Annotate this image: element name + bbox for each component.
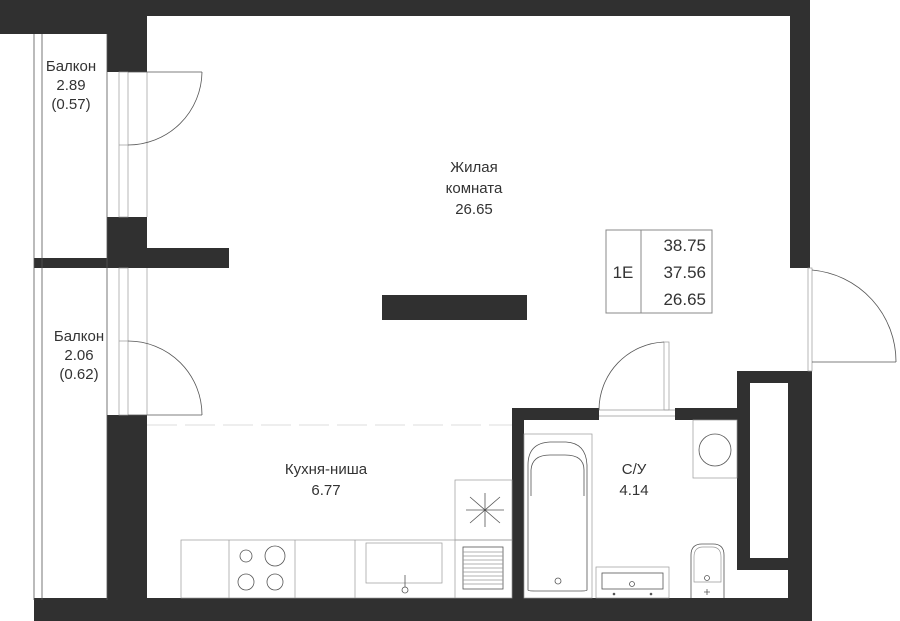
- kitchen-counter: [180, 539, 513, 599]
- room-area-coef: (0.57): [51, 96, 90, 113]
- room-name: комната: [446, 180, 503, 197]
- room-area-coef: (0.62): [59, 366, 98, 383]
- balcony-door-1[interactable]: [118, 71, 203, 218]
- room-label-bathroom: С/У 4.14: [619, 461, 648, 499]
- apartment-type: 1Е: [613, 263, 634, 282]
- room-name: Жилая: [450, 159, 497, 176]
- room-label-balcony-2: Балкон 2.06 (0.62): [54, 328, 104, 383]
- toilet-icon: [690, 543, 725, 598]
- living-total-area: 37.56: [663, 263, 706, 282]
- washing-machine-icon: [692, 419, 738, 479]
- radiator-icon: [462, 546, 504, 590]
- balcony-outlines: [33, 34, 108, 600]
- room-area: 2.06: [64, 347, 93, 364]
- room-name: С/У: [622, 461, 647, 478]
- room-area: 6.77: [311, 482, 340, 499]
- balcony-door-2[interactable]: [118, 267, 203, 416]
- stove-icon: [237, 545, 286, 591]
- fridge-icon: [454, 479, 513, 541]
- washbasin-icon: [595, 566, 670, 599]
- bathroom-door[interactable]: [598, 341, 675, 417]
- room-area: 4.14: [619, 482, 648, 499]
- room-label-living: Жилая комната 26.65: [446, 159, 503, 218]
- bathtub-icon: [523, 433, 593, 599]
- room-label-balcony-1: Балкон 2.89 (0.57): [46, 58, 96, 113]
- room-area: 26.65: [455, 201, 493, 218]
- room-label-kitchen: Кухня-ниша 6.77: [285, 461, 368, 499]
- room-name: Кухня-ниша: [285, 461, 368, 478]
- room-area: 2.89: [56, 77, 85, 94]
- room-name: Балкон: [46, 58, 96, 75]
- kitchen-sink-icon: [365, 542, 443, 594]
- total-area: 38.75: [663, 236, 706, 255]
- room-name: Балкон: [54, 328, 104, 345]
- walls: [0, 0, 812, 621]
- living-area: 26.65: [663, 290, 706, 309]
- entrance-door[interactable]: [807, 267, 897, 372]
- apartment-info-box: 1Е 38.75 37.56 26.65: [605, 229, 713, 314]
